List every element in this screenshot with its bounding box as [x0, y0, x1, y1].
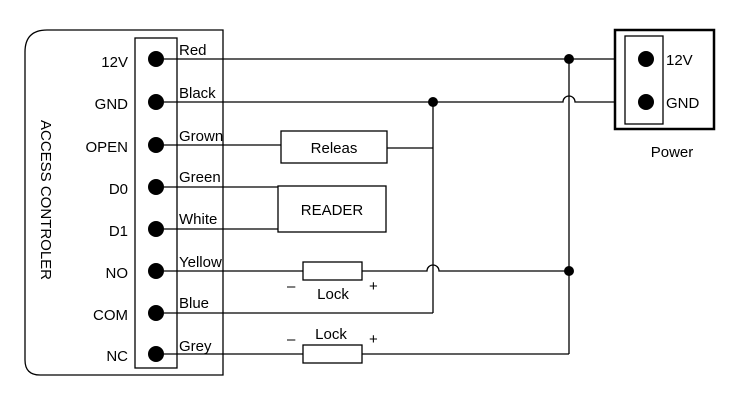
wire-label-blue: Blue [179, 295, 209, 312]
power-pin-gnd: GND [666, 95, 700, 112]
pin-label-open: OPEN [85, 139, 128, 156]
terminal-d1 [148, 221, 164, 237]
pin-label-d0: D0 [109, 181, 128, 198]
lock-no-minus: – [287, 278, 296, 295]
terminal-com [148, 305, 164, 321]
terminal-gnd [148, 94, 164, 110]
wire-label-red: Red [179, 42, 207, 59]
wire-label-green: Green [179, 169, 221, 186]
pin-label-gnd: GND [95, 96, 129, 113]
terminal-open [148, 137, 164, 153]
reader-label: READER [301, 202, 364, 219]
release-label: Releas [311, 140, 358, 157]
junction-12v-top [564, 54, 574, 64]
pin-label-nc: NC [106, 348, 128, 365]
junction-12v-no [564, 266, 574, 276]
release-box [280, 130, 388, 164]
lock-nc-plus: + [369, 331, 378, 348]
lock-nc-minus: – [287, 331, 296, 348]
wire-no-b [362, 264, 569, 272]
wire-gnd [164, 95, 643, 103]
controller-terminals [148, 51, 164, 362]
power-terminal-strip [624, 35, 664, 125]
terminal-12v [148, 51, 164, 67]
pin-label-no: NO [106, 265, 129, 282]
reader-component: READER [277, 185, 387, 233]
wire-label-white: White [179, 211, 217, 228]
lock-no-box [302, 261, 363, 281]
lock-nc-box [302, 344, 363, 364]
reader-box [277, 185, 387, 233]
pin-label-com: COM [93, 307, 128, 324]
power-supply: 12V GND Power [613, 28, 716, 161]
power-terminal-12v [638, 51, 654, 67]
junctions [428, 54, 574, 276]
lock-nc-component: – Lock + [287, 326, 378, 364]
release-component: Releas [280, 130, 388, 164]
junction-gnd-top [428, 97, 438, 107]
wire-color-labels: Red Black Grown Green White Yellow Blue … [179, 42, 223, 355]
wire-label-grey: Grey [179, 338, 212, 355]
lock-no-label: Lock [317, 286, 349, 303]
wires [164, 58, 643, 355]
controller-pin-labels: 12V GND OPEN D0 D1 NO COM NC [85, 54, 128, 365]
power-terminal-gnd [638, 94, 654, 110]
lock-no-plus: + [369, 278, 378, 295]
power-pin-12v: 12V [666, 52, 693, 69]
power-caption: Power [651, 144, 694, 161]
controller-title: ACCESS CONTROLER [37, 120, 54, 280]
wire-label-grown: Grown [179, 128, 223, 145]
pin-label-12v: 12V [101, 54, 128, 71]
wire-label-yellow: Yellow [179, 254, 222, 271]
terminal-nc [148, 346, 164, 362]
wire-label-black: Black [179, 85, 216, 102]
pin-label-d1: D1 [109, 223, 128, 240]
terminal-no [148, 263, 164, 279]
lock-nc-label: Lock [315, 326, 347, 343]
lock-no-component: – Lock + [287, 261, 378, 303]
terminal-d0 [148, 179, 164, 195]
